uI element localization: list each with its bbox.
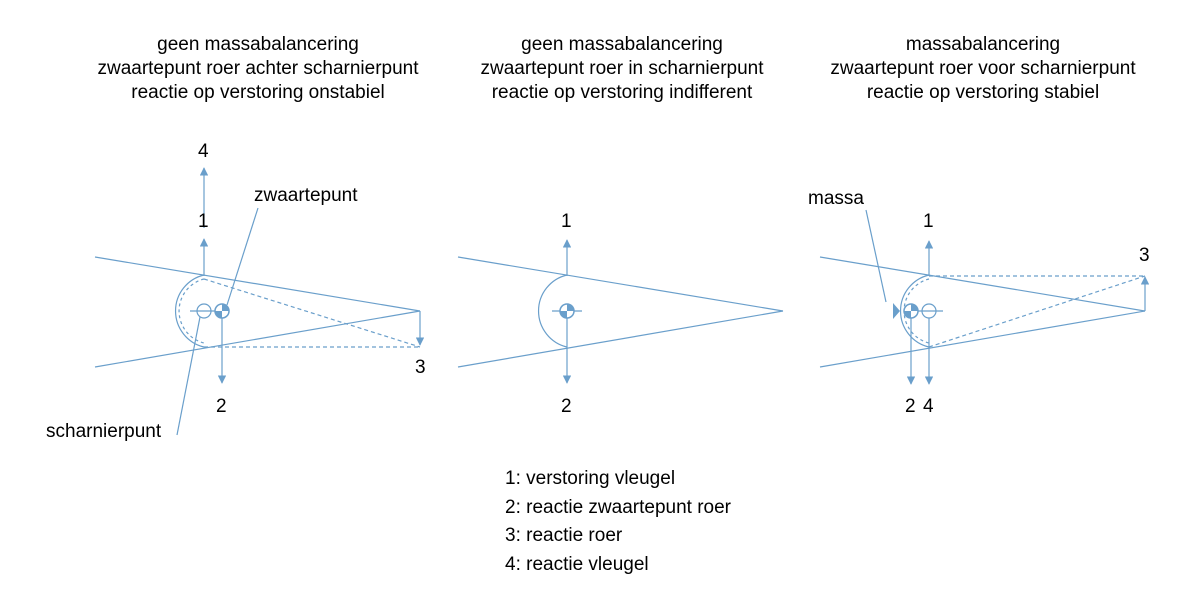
panel-2-title-line-2: zwaartepunt roer in scharnierpunt <box>480 58 764 79</box>
panel-1-title-line-1: geen massabalancering <box>157 34 359 55</box>
panel-2-wing-lower <box>457 310 784 368</box>
panel-2-diagram <box>457 239 784 384</box>
panel-1-wing-lower <box>94 310 421 368</box>
panel-1-hinge-point <box>196 303 212 319</box>
panel-3-title: massabalancering zwaartepunt roer voor s… <box>793 33 1173 105</box>
panel-2-rudder-arc <box>537 274 568 348</box>
panel-3-wing-lower <box>819 310 1146 368</box>
panel-3-cg-symbol <box>903 303 919 319</box>
panel-3-wing-upper <box>819 256 1146 312</box>
panel-1-diagram <box>94 167 425 436</box>
panel-1-rudder-deflected-upper <box>203 278 421 348</box>
panel-3-title-line-3: reactie op verstoring stabiel <box>866 82 1100 103</box>
panel-3-label-1: 1 <box>923 211 934 232</box>
panel-3-label-2: 2 <box>905 396 916 417</box>
legend: 1: verstoring vleugel 2: reactie zwaarte… <box>505 465 731 579</box>
panel-1-callout-zwaartepunt <box>226 207 259 306</box>
legend-item: 1: verstoring vleugel <box>505 468 676 489</box>
panel-3-label-4: 4 <box>923 396 934 417</box>
panel-1-label-2: 2 <box>216 396 227 417</box>
panel-3-callout-massa <box>865 209 887 303</box>
panel-2-label-2: 2 <box>561 396 572 417</box>
panel-1-cg-symbol <box>214 303 230 319</box>
panel-1-label-zwaartepunt: zwaartepunt <box>254 185 358 206</box>
panel-3-title-line-2: zwaartepunt roer voor scharnierpunt <box>830 58 1136 79</box>
panel-2-title-line-1: geen massabalancering <box>521 34 723 55</box>
panel-1-title: geen massabalancering zwaartepunt roer a… <box>68 33 448 105</box>
panel-1-label-4: 4 <box>198 141 209 162</box>
panel-1-rudder-arc-deflected <box>178 278 205 344</box>
panel-3-label-massa: massa <box>808 188 864 209</box>
panel-1-title-line-2: zwaartepunt roer achter scharnierpunt <box>97 58 419 79</box>
panel-3-title-line-1: massabalancering <box>905 34 1061 55</box>
panel-3-label-3: 3 <box>1139 245 1150 266</box>
panel-3-rudder-arc <box>899 274 930 348</box>
legend-item: 3: reactie roer <box>505 525 623 546</box>
panel-1-label-scharnierpunt: scharnierpunt <box>46 421 162 442</box>
panel-1-label-3: 3 <box>415 357 426 378</box>
legend-item: 2: reactie zwaartepunt roer <box>505 496 732 518</box>
panel-1-title-line-3: reactie op verstoring onstabiel <box>131 82 385 103</box>
panel-3-mass-shape <box>893 303 900 319</box>
panel-1-rudder-arc <box>174 274 205 348</box>
panel-2-title-line-3: reactie op verstoring indifferent <box>491 82 753 103</box>
legend-item: 4: reactie vleugel <box>505 553 649 575</box>
panel-2-wing-upper <box>457 256 784 312</box>
panel-2-label-1: 1 <box>561 211 572 232</box>
panel-3-diagram <box>819 209 1150 385</box>
panel-1-label-1: 1 <box>198 211 209 232</box>
panel-3-rudder-deflected-lower <box>928 275 1146 348</box>
panel-2-title: geen massabalancering zwaartepunt roer i… <box>432 33 812 105</box>
panel-1-wing-upper <box>94 256 421 312</box>
panel-1-callout-scharnierpunt <box>176 316 201 436</box>
panel-2-cg-symbol <box>559 303 575 319</box>
